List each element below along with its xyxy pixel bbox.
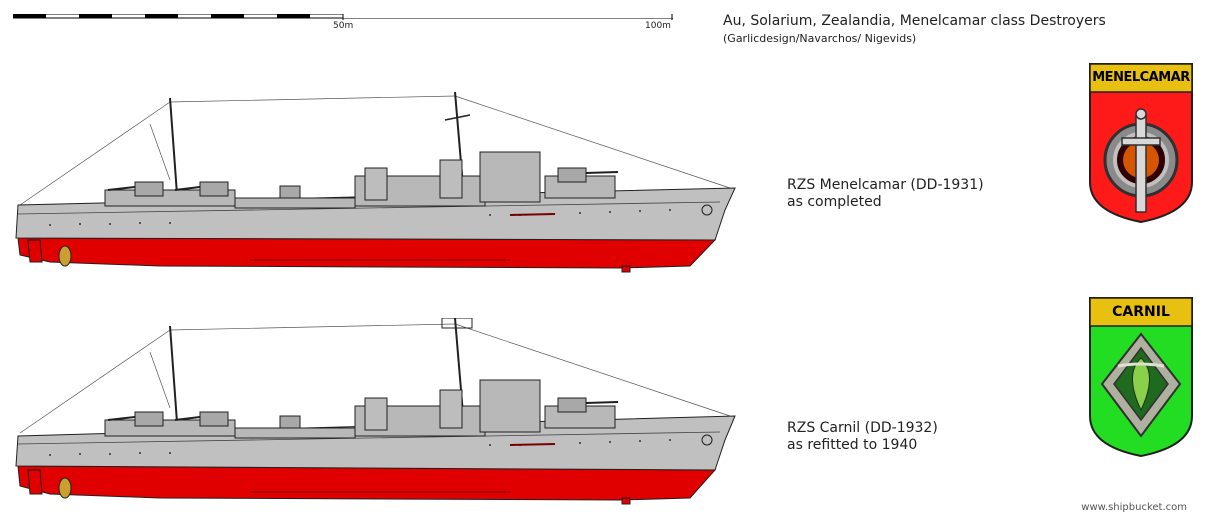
sword-emblem-icon (1103, 108, 1179, 213)
scale-bar (13, 14, 673, 20)
credits-text: (Garlicdesign/Navarchos/ Nigevids) (723, 32, 917, 45)
crest-label-menelcamar: MENELCAMAR (1092, 70, 1190, 85)
crest-label-carnil: CARNIL (1112, 304, 1170, 320)
ship-caption-2: RZS Carnil (DD-1932) as refitted to 1940 (787, 420, 938, 454)
scale-label-50m: 50m (333, 21, 354, 31)
ship-profile-menelcamar (15, 91, 736, 273)
watermark: www.shipbucket.com (1081, 502, 1187, 513)
ship-state-2: as refitted to 1940 (787, 437, 918, 453)
ship-name-1: RZS Menelcamar (DD-1931) (787, 177, 984, 193)
ship-caption-1: RZS Menelcamar (DD-1931) as completed (787, 177, 984, 211)
ship-profile-carnil (15, 318, 736, 505)
ship-state-1: as completed (787, 194, 882, 210)
crest-menelcamar (1089, 63, 1193, 224)
crest-carnil (1089, 297, 1193, 458)
leaf-emblem-icon (1100, 332, 1182, 438)
page-title: Au, Solarium, Zealandia, Menelcamar clas… (723, 13, 1106, 29)
ship-name-2: RZS Carnil (DD-1932) (787, 420, 938, 436)
scale-label-100m: 100m (645, 21, 671, 31)
